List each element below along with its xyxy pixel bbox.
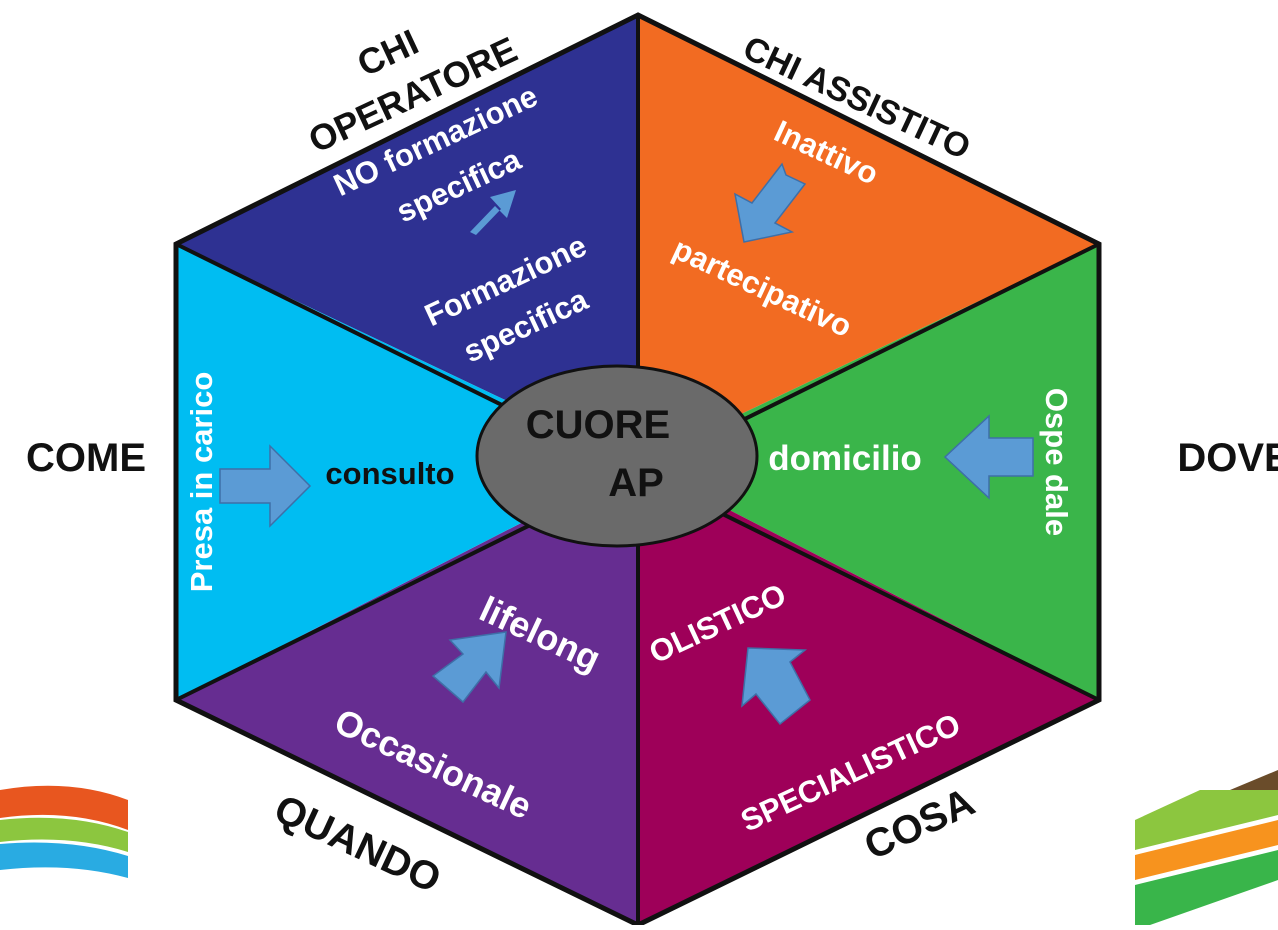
arrow-operatore-icon	[470, 190, 516, 235]
come-from: Presa in carico	[184, 372, 219, 593]
center-ellipse	[475, 364, 759, 548]
decorative-swoosh-left	[0, 785, 128, 878]
decorative-stripes-right	[1135, 770, 1278, 925]
arrow-come-icon	[219, 444, 312, 528]
dove-to: domicilio	[768, 439, 922, 478]
label-dove: DOVE	[1177, 436, 1278, 480]
sector-come	[176, 244, 638, 700]
sector-operatore	[176, 15, 638, 463]
center-label-line2: AP	[608, 461, 664, 505]
arrow-quando-icon	[431, 631, 507, 704]
sector-cosa	[638, 463, 1099, 925]
center-label-line1: CUORE	[526, 403, 670, 447]
sector-assistito	[638, 15, 1099, 463]
dove-from: Ospe dale	[1039, 388, 1074, 536]
sector-dove	[638, 244, 1099, 700]
sector-quando	[176, 463, 638, 925]
arrow-dove-icon	[943, 414, 1034, 500]
arrow-assistito-icon	[733, 162, 807, 243]
label-come: COME	[26, 436, 146, 480]
arrow-cosa-icon	[741, 647, 811, 726]
come-to: consulto	[325, 456, 454, 491]
